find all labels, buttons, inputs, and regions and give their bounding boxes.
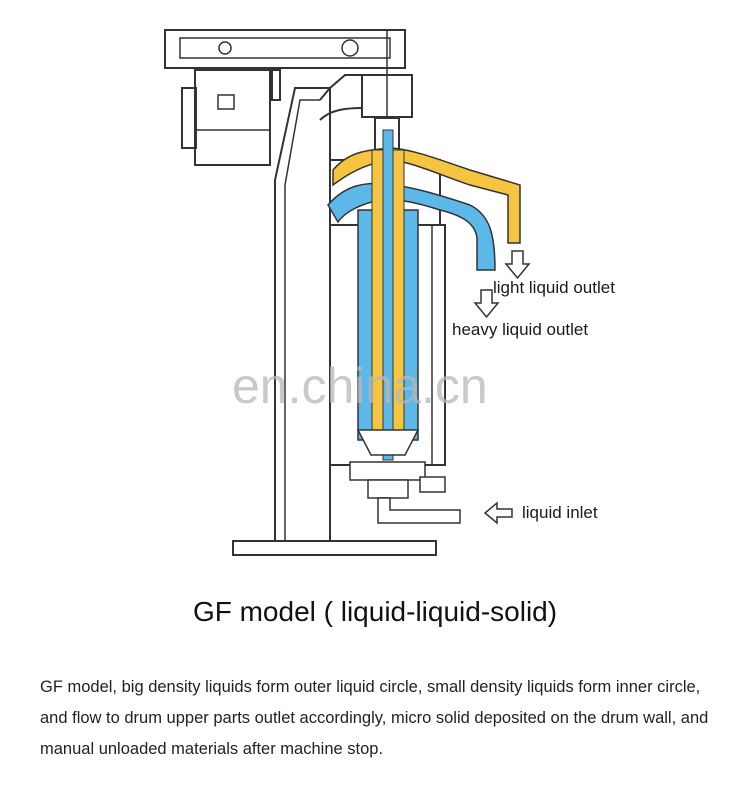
heavy-outlet-arrow-icon: [473, 289, 500, 319]
frame-column: [274, 87, 331, 541]
centrifuge-diagram: light liquid outlet heavy liquid outlet …: [164, 29, 615, 556]
bowl-shaft: [382, 129, 394, 461]
bowl-bottom: [356, 429, 420, 456]
heavy-liquid-outlet-label: heavy liquid outlet: [452, 320, 588, 339]
liquid-inlet-label: liquid inlet: [522, 503, 598, 522]
light-outlet-arrow-icon: [504, 250, 531, 280]
model-title: GF model ( liquid-liquid-solid): [192, 596, 558, 627]
watermark: en.china.cn: [232, 358, 488, 414]
frame-inner: [284, 99, 320, 541]
base-plate: [232, 540, 437, 556]
motor: [194, 69, 271, 166]
model-description: GF model, big density liquids form outer…: [40, 678, 709, 758]
light-liquid-outlet-label: light liquid outlet: [493, 278, 615, 297]
inlet-arrow-icon: [483, 501, 513, 525]
belt-guard: [164, 29, 406, 69]
inlet-nozzle: [377, 497, 461, 524]
